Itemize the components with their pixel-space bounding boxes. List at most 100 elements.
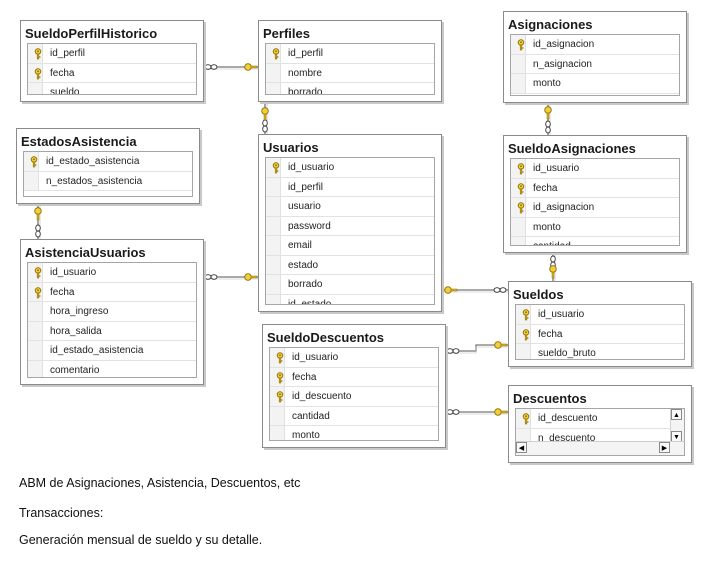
column-name: hora_ingreso bbox=[50, 306, 109, 317]
scroll-up-icon[interactable]: ▲ bbox=[671, 409, 682, 420]
table-title: Descuentos bbox=[513, 391, 587, 406]
column-row[interactable]: email bbox=[266, 236, 434, 256]
column-name: nombre bbox=[288, 67, 322, 79]
relationship-line[interactable] bbox=[544, 103, 552, 135]
column-row[interactable]: id_estado bbox=[266, 294, 434, 304]
column-row[interactable]: sueldo bbox=[28, 83, 196, 95]
relationship-line[interactable] bbox=[549, 253, 557, 281]
column-row[interactable]: fecha bbox=[516, 324, 684, 344]
column-row[interactable]: n_estados_asistencia bbox=[24, 171, 192, 191]
one-end-key-icon bbox=[244, 63, 258, 71]
column-name: password bbox=[288, 220, 331, 232]
primary-key-icon bbox=[30, 156, 38, 168]
column-row[interactable]: id_descuento bbox=[516, 409, 684, 429]
column-name: id_usuario bbox=[50, 267, 97, 278]
column-row[interactable]: hora_salida bbox=[28, 321, 196, 341]
table-title: SueldoPerfilHistorico bbox=[25, 26, 158, 41]
table-title: SueldoDescuentos bbox=[267, 330, 385, 345]
column-name: n_descuento bbox=[538, 432, 596, 444]
relationship-line[interactable] bbox=[442, 286, 508, 294]
vertical-scrollbar[interactable]: ▲▼ bbox=[670, 409, 684, 442]
column-row[interactable]: comentario bbox=[28, 360, 196, 377]
relationship-line[interactable] bbox=[261, 102, 269, 134]
column-row[interactable]: id_asignacion bbox=[511, 198, 679, 218]
row-selector bbox=[266, 63, 281, 82]
relationship-lines bbox=[34, 63, 557, 416]
column-row[interactable]: borrado bbox=[266, 83, 434, 94]
row-selector bbox=[516, 344, 531, 359]
column-row[interactable]: id_descuento bbox=[270, 387, 438, 407]
row-selector bbox=[266, 275, 281, 294]
column-row[interactable]: id_estado_asistencia bbox=[28, 341, 196, 361]
column-row[interactable]: cantidad bbox=[270, 406, 438, 426]
column-name: id_usuario bbox=[292, 352, 339, 363]
column-row[interactable]: hora_ingreso bbox=[28, 302, 196, 322]
column-row[interactable]: monto bbox=[270, 426, 438, 440]
column-row[interactable]: id_usuario bbox=[28, 263, 196, 283]
column-row[interactable]: usuario bbox=[266, 197, 434, 217]
column-row[interactable]: id_usuario bbox=[516, 305, 684, 325]
note-generacion: Generación mensual de sueldo y su detall… bbox=[19, 533, 263, 547]
scroll-right-icon[interactable]: ▶ bbox=[659, 442, 670, 453]
column-row[interactable]: estado bbox=[266, 255, 434, 275]
primary-key-icon bbox=[272, 48, 280, 60]
column-row[interactable]: cantidad bbox=[511, 237, 679, 245]
many-end-icon bbox=[35, 224, 41, 238]
relationship-line[interactable] bbox=[204, 273, 258, 281]
column-row[interactable]: monto bbox=[511, 217, 679, 237]
column-row[interactable]: id_usuario bbox=[511, 159, 679, 179]
row-selector bbox=[266, 197, 281, 216]
column-row[interactable]: id_usuario bbox=[266, 158, 434, 178]
column-name: fecha bbox=[533, 182, 558, 194]
row-selector bbox=[28, 360, 43, 377]
row-selector bbox=[511, 237, 526, 245]
column-name: id_usuario bbox=[288, 162, 335, 173]
column-row[interactable]: id_perfil bbox=[266, 44, 434, 64]
table-title: Asignaciones bbox=[508, 17, 593, 32]
row-selector bbox=[28, 321, 43, 340]
column-row[interactable]: nombre bbox=[266, 63, 434, 83]
column-row[interactable]: password bbox=[266, 216, 434, 236]
column-row[interactable]: id_usuario bbox=[270, 348, 438, 368]
column-row[interactable]: borrado bbox=[266, 275, 434, 295]
row-selector bbox=[266, 294, 281, 304]
column-row[interactable]: fecha bbox=[270, 367, 438, 387]
relationship-line[interactable] bbox=[446, 408, 508, 416]
scroll-left-icon[interactable]: ◀ bbox=[516, 442, 527, 453]
column-row[interactable]: id_estado_asistencia bbox=[24, 152, 192, 172]
primary-key-icon bbox=[34, 48, 42, 60]
column-name: fecha bbox=[50, 67, 75, 79]
primary-key-icon bbox=[276, 352, 284, 364]
column-row[interactable]: id_asignacion bbox=[511, 35, 679, 55]
column-row[interactable]: sueldo_bruto bbox=[516, 344, 684, 359]
relationship-line[interactable] bbox=[204, 63, 258, 71]
row-selector bbox=[511, 54, 526, 73]
column-row[interactable]: fecha bbox=[28, 282, 196, 302]
column-row[interactable]: id_perfil bbox=[266, 177, 434, 197]
column-row[interactable]: fecha bbox=[28, 63, 196, 83]
column-name: sueldo bbox=[50, 87, 80, 95]
row-selector bbox=[266, 83, 281, 94]
relationship-line[interactable] bbox=[34, 204, 42, 239]
column-name: hora_salida bbox=[50, 325, 102, 337]
one-end-key-icon bbox=[494, 341, 508, 349]
many-end-icon bbox=[545, 120, 551, 134]
relationship-line[interactable] bbox=[446, 341, 508, 354]
horizontal-scrollbar[interactable]: ◀▶ bbox=[516, 441, 684, 455]
column-row[interactable]: fecha bbox=[511, 178, 679, 198]
column-name: id_asignacion bbox=[533, 202, 595, 213]
column-row[interactable]: id_perfil bbox=[28, 44, 196, 64]
column-row[interactable]: monto bbox=[511, 74, 679, 94]
column-row[interactable]: n_asignacion bbox=[511, 54, 679, 74]
